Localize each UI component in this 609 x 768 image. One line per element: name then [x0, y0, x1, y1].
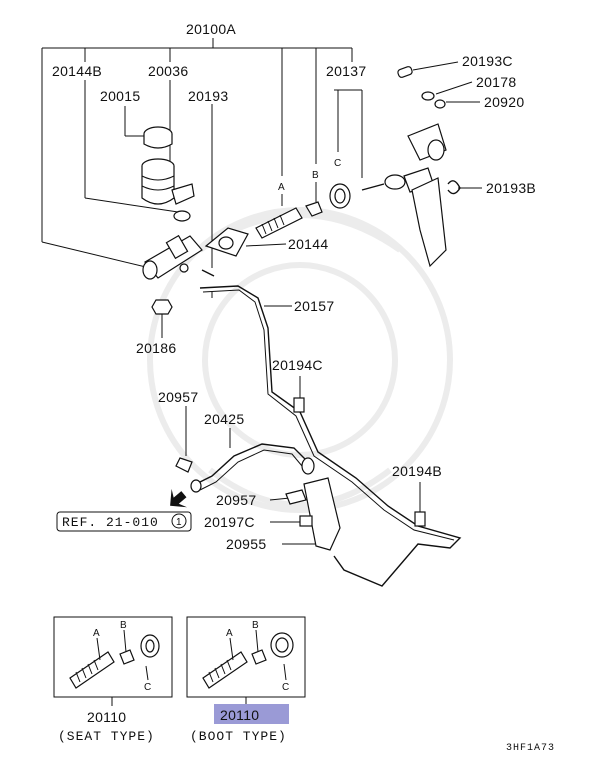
callout-bracket: 20955 — [226, 536, 266, 552]
nut-part — [151, 299, 173, 315]
clutch-pipe-part — [199, 285, 462, 587]
drawing-code: 3HF1A73 — [506, 743, 555, 754]
master-cylinder-body — [142, 234, 203, 280]
reference-circled-number: 1 — [176, 517, 182, 528]
pushrod-clevis-part — [361, 167, 435, 193]
clip-b-part — [305, 201, 323, 217]
seat-type-caption: (SEAT TYPE) — [58, 729, 155, 744]
boot-letter-b: B — [252, 620, 259, 631]
reservoir-cap-part — [143, 126, 173, 149]
hose-clip-upper-part — [175, 457, 193, 473]
hose-part — [190, 443, 315, 493]
callout-assembly: 20100A — [186, 21, 236, 37]
boot-type-kit: A B C — [186, 616, 306, 698]
callout-reservoir-cap: 20015 — [100, 88, 140, 104]
callout-clamp-lower: 20194B — [392, 463, 442, 479]
callout-pin: 20193 — [188, 88, 228, 104]
snap-pin-part — [447, 180, 461, 195]
callout-hose: 20425 — [204, 411, 244, 427]
seat-type-kit: A B C — [53, 616, 173, 698]
bracket-part — [303, 477, 341, 551]
boot-kit-highlight — [214, 704, 289, 724]
callout-bushing: 20178 — [476, 74, 516, 90]
callout-bracket-bolt: 20197C — [204, 514, 255, 530]
callout-washer: 20920 — [484, 94, 524, 110]
gasket-part — [204, 227, 249, 257]
reservoir-part — [141, 158, 195, 205]
clamp-20194b-part — [414, 511, 426, 527]
bracket-bolt-part — [299, 515, 313, 527]
clutch-pedal-part — [407, 123, 447, 268]
washer-part — [434, 99, 446, 109]
callout-pushrod-kit: 20137 — [326, 63, 366, 79]
reference-box: REF. 21-010 1 — [56, 511, 192, 532]
letter-b: B — [312, 170, 319, 181]
callout-reservoir-cap-seal: 20144B — [52, 63, 102, 79]
clamp-20194c-part — [293, 397, 305, 413]
seat-letter-c: C — [144, 682, 151, 693]
boot-letter-a: A — [226, 628, 233, 639]
callout-clip: 20193C — [462, 53, 513, 69]
pin-part — [201, 269, 215, 277]
letter-a: A — [278, 182, 285, 193]
boot-letter-c: C — [282, 682, 289, 693]
hose-clip-lower-part — [285, 489, 307, 505]
boot-kit-callout: 20110 — [220, 707, 259, 723]
callout-snap-pin: 20193B — [486, 180, 536, 196]
callout-reservoir: 20036 — [148, 63, 188, 79]
leader-lines — [84, 61, 482, 545]
callout-hose-clip-upper: 20957 — [158, 389, 198, 405]
direction-arrow — [170, 488, 188, 508]
seat-letter-a: A — [93, 628, 100, 639]
bushing-part — [421, 91, 435, 101]
callout-pipe: 20157 — [294, 298, 334, 314]
clip-20193c-part — [397, 66, 413, 78]
callout-hose-clip-lower: 20957 — [216, 492, 256, 508]
reference-text: REF. 21-010 — [62, 515, 159, 530]
callout-gasket: 20144 — [288, 236, 328, 252]
seat-kit-callout: 20110 — [87, 709, 126, 725]
pushrod-a-part — [255, 207, 303, 239]
callout-clamp-upper: 20194C — [272, 357, 323, 373]
cap-seal-part — [173, 210, 191, 222]
boot-type-caption: (BOOT TYPE) — [190, 729, 287, 744]
boot-c-part — [329, 183, 351, 209]
assembly-bracket — [41, 38, 353, 269]
callout-nut: 20186 — [136, 340, 176, 356]
letter-c: C — [334, 158, 341, 169]
seat-letter-b: B — [120, 620, 127, 631]
